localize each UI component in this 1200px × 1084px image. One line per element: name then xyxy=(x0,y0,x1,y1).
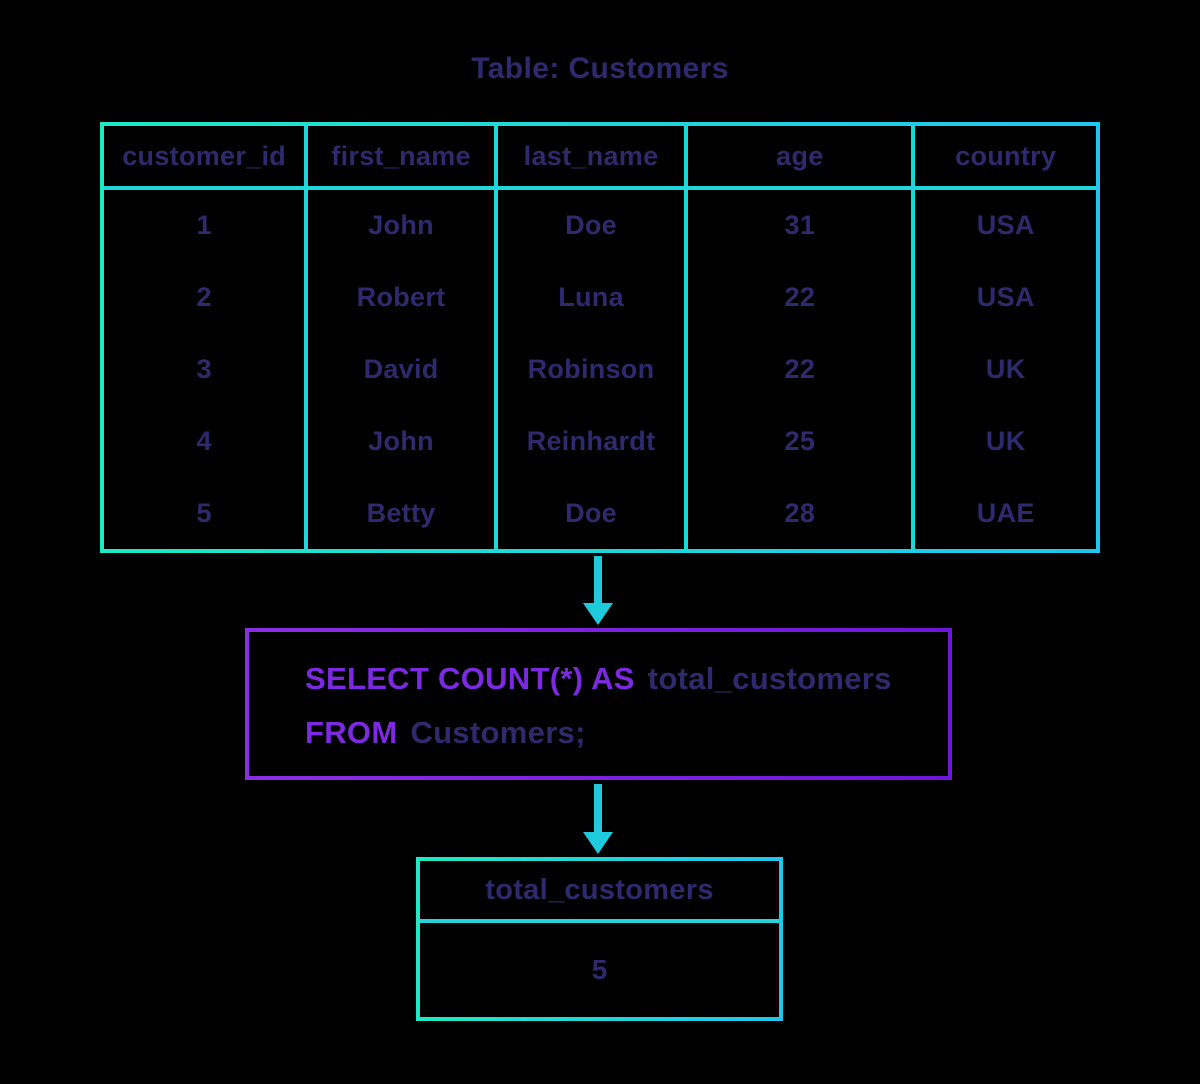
table-cell: 22 xyxy=(688,333,916,406)
sql-keyword: FROM xyxy=(305,715,398,750)
table-cell: 22 xyxy=(688,261,916,334)
column-header-country: country xyxy=(915,126,1096,190)
column-header-first-name: first_name xyxy=(308,126,498,190)
table-cell: UK xyxy=(985,425,1026,456)
sql-query-line-2: FROM Customers; xyxy=(305,706,948,760)
table-title: Table: Customers xyxy=(471,52,729,85)
result-column-header: total_customers xyxy=(420,861,779,923)
table-cell: 5 xyxy=(104,477,309,549)
table-cell: 4 xyxy=(104,405,309,478)
column-header-customer-id: customer_id xyxy=(104,126,309,190)
table-cell: 25 xyxy=(688,405,916,478)
table-cell: UAE xyxy=(976,497,1035,528)
table-cell: Doe xyxy=(498,477,689,549)
down-arrow-icon xyxy=(583,603,613,625)
table-cell: Luna xyxy=(498,261,689,334)
column-header-age: age xyxy=(688,126,916,190)
table-cell: Doe xyxy=(498,190,689,262)
table-cell: Robert xyxy=(308,261,498,334)
sql-query-line-1: SELECT COUNT(*) AS total_customers xyxy=(305,652,948,706)
down-arrow-icon xyxy=(594,556,602,604)
table-cell: 1 xyxy=(104,190,309,262)
table-cell: David xyxy=(308,333,498,406)
down-arrow-icon xyxy=(594,784,602,833)
table-cell: 28 xyxy=(688,477,916,549)
table-cell: Betty xyxy=(308,477,498,549)
table-cell: USA xyxy=(976,210,1035,241)
sql-identifier: total_customers xyxy=(647,661,892,696)
sql-identifier: Customers; xyxy=(410,715,586,750)
table-cell: Reinhardt xyxy=(498,405,689,478)
table-cell: 2 xyxy=(104,261,309,334)
table-cell: USA xyxy=(976,282,1035,313)
table-cell: UK xyxy=(985,353,1026,384)
table-cell: John xyxy=(308,405,498,478)
result-value-cell: 5 xyxy=(591,954,608,985)
table-cell: 3 xyxy=(104,333,309,406)
table-cell: John xyxy=(308,190,498,262)
result-table: total_customers 5 xyxy=(416,857,783,1021)
sql-query-box: SELECT COUNT(*) AS total_customers FROM Cu… xyxy=(245,628,952,780)
table-cell: 31 xyxy=(688,190,916,262)
column-header-last-name: last_name xyxy=(497,126,689,190)
sql-keyword: SELECT COUNT(*) AS xyxy=(305,661,635,696)
table-cell: Robinson xyxy=(498,333,689,406)
customers-table: customer_id first_name last_name age cou… xyxy=(100,122,1100,553)
down-arrow-icon xyxy=(583,832,613,854)
